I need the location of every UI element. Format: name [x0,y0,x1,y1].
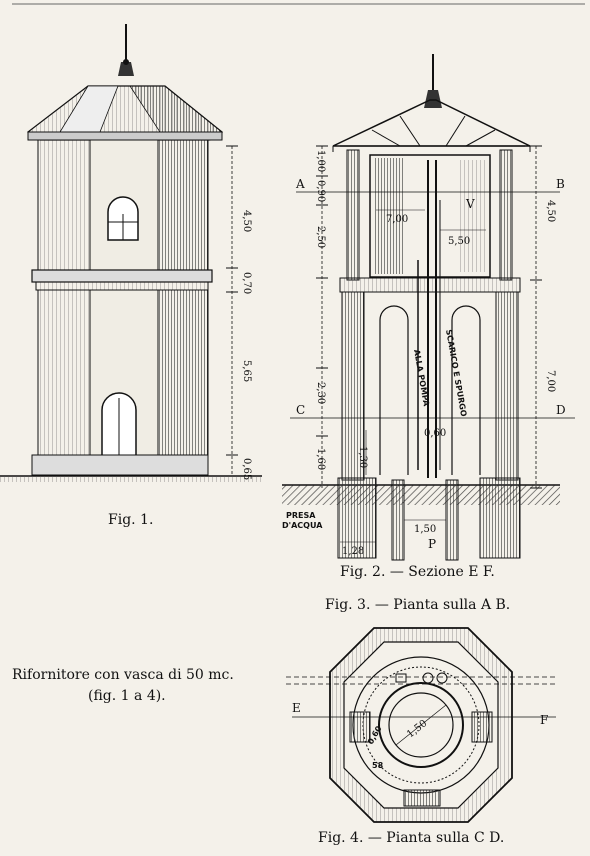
fig2-label-V: V [465,197,475,211]
fig2-label-acqua: D'ACQUA [282,521,323,530]
fig1-dim-565: 5,65 [241,360,252,382]
fig4-label-E: E [292,701,301,715]
fig4-label-F: F [540,713,548,727]
fig2-label-A: A [295,177,305,191]
fig2-dim-150: 1,50 [414,524,436,535]
caption-fig1: Fig. 1. [108,512,154,528]
plate-title-line2: (fig. 1 a 4). [88,688,166,704]
fig2-dim-700: 7,00 [386,214,408,225]
caption-fig4: Fig. 4. — Pianta sulla C D. [318,830,505,846]
fig4-dim-58: 58 [372,761,384,770]
fig1-dim-065: 0,65 [241,458,252,480]
fig1-dim-450: 4,50 [241,210,252,232]
fig2-label-scarico: SCARICO E SPURGO [444,329,468,418]
fig1-elevation: 4,50 0,70 5,65 0,65 [0,24,262,482]
fig2-dim-090: 0,90 [315,180,326,202]
fig2-label-presa: PRESA [286,511,316,520]
fig2-label-B: B [556,177,565,191]
fig2-label-D: D [556,403,566,417]
fig1-dim-070: 0,70 [241,272,252,294]
fig2-dim-230: 2,30 [315,382,326,404]
fig2-dim-700b: 7,00 [545,370,556,392]
fig2-dim-100: 1,00 [315,150,326,172]
fig2-dim-250: 2,50 [315,226,326,248]
fig4-plan: E F 1,50 0,60 58 [286,627,556,823]
caption-fig2: Fig. 2. — Sezione E F. [340,564,495,580]
fig2-dim-550: 5,50 [448,236,470,247]
fig2-dim-128: 1,28 [342,546,364,557]
fig2-section: A B C D V P 1,00 0,90 2,50 2,30 1,60 7,0… [282,54,575,561]
fig2-label-C: C [296,403,305,417]
fig2-dim-130: 1,30 [357,446,368,468]
fig2-dim-450: 4,50 [545,200,556,222]
fig2-dim-160: 1,60 [315,448,326,470]
fig2-dim-060: 0,60 [424,428,446,439]
caption-fig3: Fig. 3. — Pianta sulla A B. [325,597,511,613]
plate-title-line1: Rifornitore con vasca di 50 mc. [12,667,234,683]
fig2-label-P: P [428,537,436,551]
